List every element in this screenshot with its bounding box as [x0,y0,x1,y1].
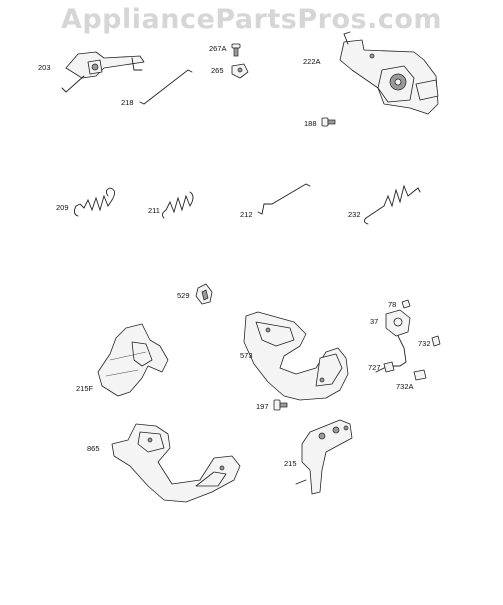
label-209: 209 [56,203,69,212]
part-197-drawing[interactable] [273,399,288,411]
part-218-drawing[interactable] [139,69,193,105]
label-211: 211 [148,206,160,215]
label-188: 188 [304,119,317,128]
label-732A: 732A [396,382,414,391]
label-727: 727 [368,363,381,372]
part-265-drawing[interactable] [231,63,249,79]
label-232: 232 [348,210,361,219]
label-37: 37 [370,317,378,326]
part-727-drawing[interactable] [383,361,395,373]
part-188-drawing[interactable] [321,117,336,127]
part-215-drawing[interactable] [295,419,353,495]
part-215F-drawing[interactable] [97,323,169,397]
label-203: 203 [38,63,51,72]
part-232-drawing[interactable] [363,184,421,225]
part-573-drawing[interactable] [243,311,349,401]
part-529-drawing[interactable] [195,283,213,305]
label-222A: 222A [303,57,321,66]
part-37-drawing[interactable] [375,309,411,373]
part-212-drawing[interactable] [257,183,311,215]
label-212: 212 [240,210,253,219]
part-78-drawing[interactable] [401,299,411,309]
label-529: 529 [177,291,190,300]
label-218: 218 [121,98,134,107]
label-78: 78 [388,300,396,309]
label-197: 197 [256,402,269,411]
label-267A: 267A [209,44,227,53]
part-222A-drawing[interactable] [339,31,439,115]
label-732: 732 [418,339,431,348]
part-732-drawing[interactable] [431,335,441,347]
part-732A-drawing[interactable] [413,369,427,381]
part-865-drawing[interactable] [111,423,241,503]
part-211-drawing[interactable] [161,191,194,219]
part-267A-drawing[interactable] [231,43,241,57]
label-215F: 215F [76,384,94,393]
part-209-drawing[interactable] [73,187,115,217]
watermark: AppliancePartsPros.com [60,4,443,35]
label-573: 573 [240,351,253,360]
label-215: 215 [284,459,297,468]
part-203-drawing[interactable] [61,51,145,93]
label-265: 265 [211,66,224,75]
label-865: 865 [87,444,100,453]
